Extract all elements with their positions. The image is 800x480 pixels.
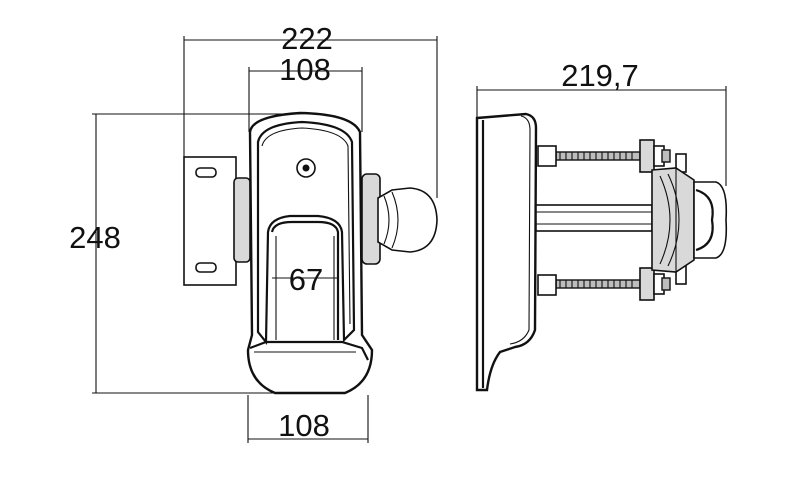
dimension-overall-width: 222 xyxy=(183,21,438,198)
label-height: 248 xyxy=(69,220,121,255)
side-housing xyxy=(475,112,538,392)
dimension-bottom-width: 108 xyxy=(247,395,369,443)
front-view xyxy=(183,111,438,395)
label-inner-width: 67 xyxy=(289,262,323,297)
threaded-rod-bottom xyxy=(537,274,641,296)
left-lug xyxy=(233,177,251,263)
side-view xyxy=(475,112,728,392)
nut-bottom xyxy=(639,265,687,301)
label-bottom-width: 108 xyxy=(278,408,330,443)
rotary-knob xyxy=(377,187,438,253)
connecting-body xyxy=(535,204,653,232)
rotating-head xyxy=(651,167,728,273)
nut-top xyxy=(639,139,687,173)
dimension-inner-width: 67 xyxy=(272,262,338,297)
dimension-height: 248 xyxy=(69,113,300,394)
cradle-slot xyxy=(270,220,340,340)
mounting-bracket xyxy=(183,156,237,286)
center-screw xyxy=(296,158,316,178)
threaded-rod-top xyxy=(537,145,641,167)
label-overall-width: 222 xyxy=(281,21,333,56)
dimension-depth: 219,7 xyxy=(476,58,727,186)
inner-frame xyxy=(256,120,356,346)
label-depth: 219,7 xyxy=(561,58,639,93)
bottom-plate xyxy=(249,340,369,361)
dimension-top-width: 108 xyxy=(248,52,363,132)
label-top-width: 108 xyxy=(279,52,331,87)
